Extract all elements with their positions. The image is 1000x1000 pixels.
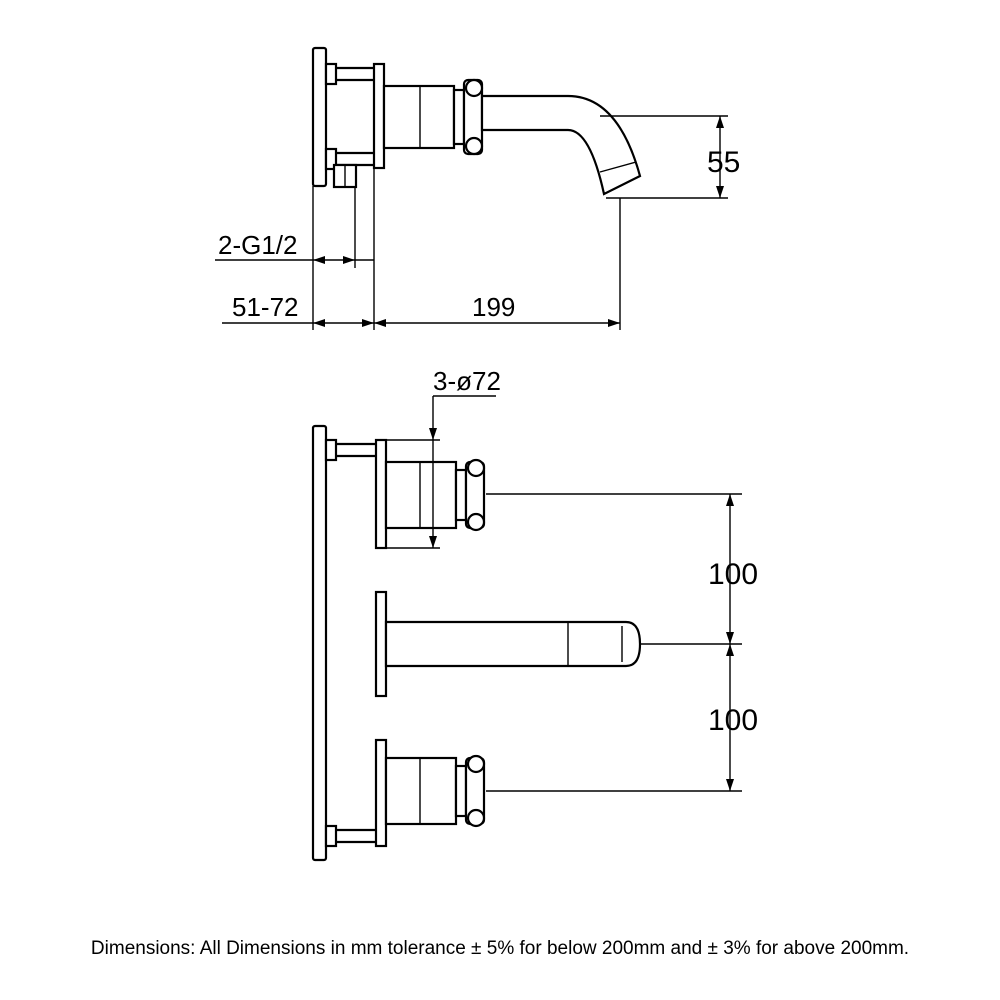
- dim-dia-label: 3-ø72: [433, 366, 501, 396]
- front-upper-knob-top: [466, 458, 486, 478]
- dim-reach-arrow-right: [608, 319, 620, 327]
- side-back-plate: [311, 46, 328, 188]
- dim-55-arrow-bottom: [716, 186, 724, 198]
- dim-dia-arrow-top: [429, 428, 437, 440]
- front-middle-escutcheon: [374, 590, 388, 698]
- front-upper-escutcheon: [374, 438, 388, 550]
- side-bolt-head-lower: [324, 147, 338, 171]
- side-handle-knob-top: [464, 78, 484, 98]
- side-front-plate: [372, 62, 386, 170]
- front-back-plate: [311, 424, 328, 862]
- dim-upper-arrow-top: [726, 494, 734, 506]
- side-spout: [480, 94, 642, 196]
- front-lower-body: [384, 756, 458, 826]
- dim-wall-arrow-right: [362, 319, 374, 327]
- front-upper-knob-bottom: [466, 512, 486, 532]
- dim-wall-label: 51-72: [232, 292, 299, 322]
- dim-lower-arrow-bottom: [726, 779, 734, 791]
- front-view: 3-ø72 100 100: [311, 366, 758, 862]
- side-view: 55 2-G1/2 51-72 199: [215, 46, 740, 330]
- dim-lower-spacing-label: 100: [708, 704, 758, 737]
- dim-upper-arrow-bottom: [726, 632, 734, 644]
- dim-dia-arrow-bottom: [429, 536, 437, 548]
- side-body-block: [382, 84, 456, 150]
- front-bolt-head-bottom: [324, 824, 338, 848]
- front-lower-escutcheon: [374, 738, 388, 848]
- dimensions-footnote: Dimensions: All Dimensions in mm toleran…: [90, 938, 910, 959]
- side-bolt-head-upper: [324, 62, 338, 86]
- front-lower-knob-top: [466, 754, 486, 774]
- front-bolt-head-top: [324, 438, 338, 462]
- dim-thread-label: 2-G1/2: [218, 230, 298, 260]
- dim-reach-label: 199: [472, 292, 515, 322]
- front-upper-handle-collar: [454, 468, 468, 522]
- dim-55-label: 55: [707, 146, 740, 179]
- side-handle-collar: [452, 88, 466, 146]
- dim-lower-arrow-top: [726, 644, 734, 656]
- side-spout-tip-line: [599, 161, 637, 173]
- dim-wall-arrow-left: [313, 319, 325, 327]
- front-lower-handle-collar: [454, 764, 468, 818]
- dim-thread-arrow-left: [313, 256, 325, 264]
- dim-55-arrow-top: [716, 116, 724, 128]
- side-handle-knob-bottom: [464, 136, 484, 156]
- dim-thread-arrow-right: [343, 256, 355, 264]
- front-spout: [384, 620, 642, 668]
- dim-reach-arrow-left: [374, 319, 386, 327]
- front-lower-knob-bottom: [466, 808, 486, 828]
- dim-upper-spacing-label: 100: [708, 558, 758, 591]
- front-upper-body: [384, 460, 458, 530]
